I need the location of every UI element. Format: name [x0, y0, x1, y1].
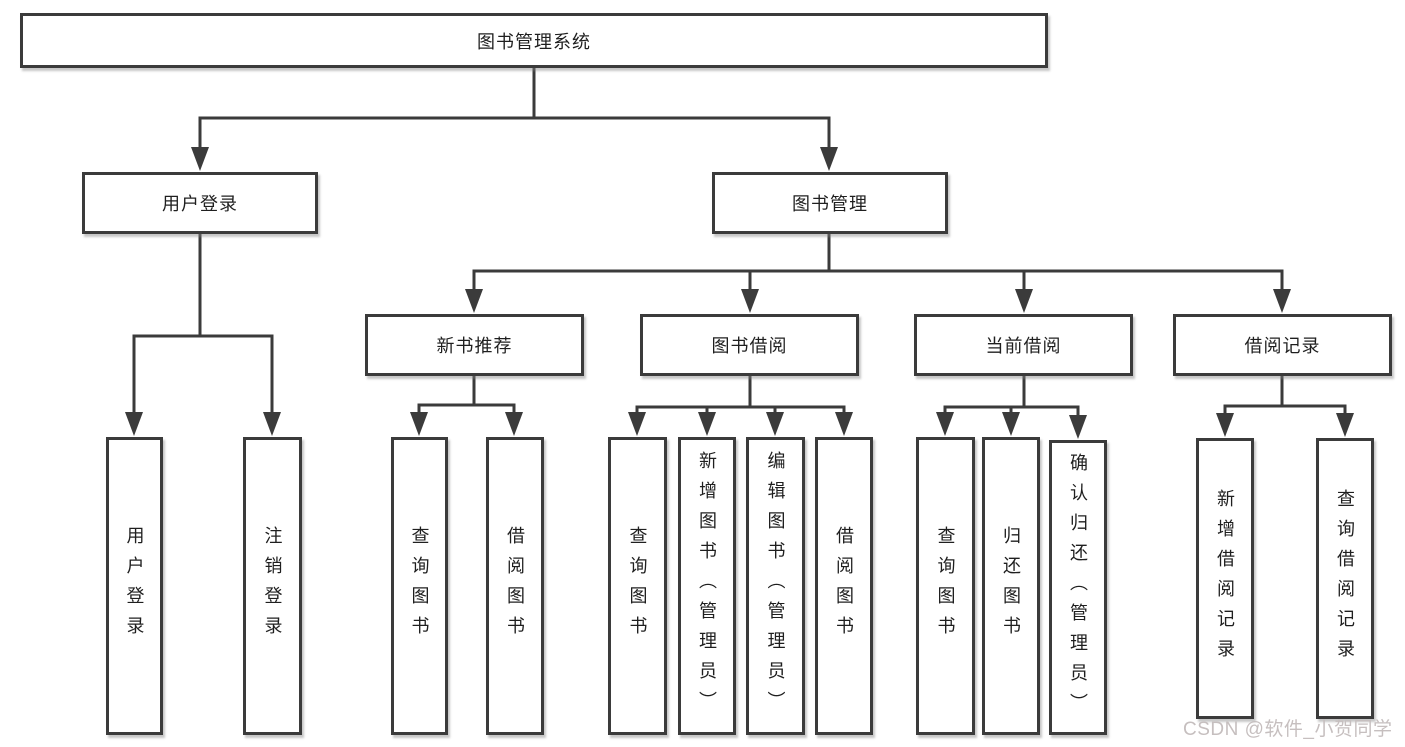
node-label: 借阅记录 [1244, 336, 1321, 356]
arrowhead [1273, 289, 1291, 313]
leaf-user-login: 用户登录 [106, 437, 163, 735]
node-label: 用户登录 [162, 194, 238, 214]
node-label: 查询借阅记录 [1335, 488, 1355, 669]
node-book-management: 图书管理 [712, 172, 948, 234]
node-label: 确认归还（管理员） [1068, 452, 1088, 723]
node-label: 查询图书 [627, 526, 648, 646]
node-label: 新增借阅记录 [1215, 488, 1235, 669]
node-current-borrow: 当前借阅 [914, 314, 1133, 376]
node-label: 图书管理系统 [477, 31, 591, 52]
arrowhead [741, 289, 759, 313]
arrowhead [1002, 412, 1020, 436]
arrowhead [835, 412, 853, 436]
leaf-return-books: 归还图书 [982, 437, 1040, 735]
node-label: 归还图书 [1001, 526, 1021, 646]
leaf-borrow-books-2: 借阅图书 [815, 437, 873, 735]
arrowhead [125, 412, 143, 436]
leaf-logout: 注销登录 [243, 437, 302, 735]
node-user-login: 用户登录 [82, 172, 318, 234]
node-label: 图书借阅 [711, 336, 788, 356]
node-label: 新增图书（管理员） [697, 451, 717, 721]
leaf-query-books-2: 查询图书 [608, 437, 667, 735]
arrowhead [263, 412, 281, 436]
node-label: 查询图书 [935, 526, 956, 646]
leaf-confirm-return-admin: 确认归还（管理员） [1049, 440, 1107, 735]
csdn-watermark: CSDN @软件_小贺同学 [1183, 719, 1393, 740]
arrowhead [766, 412, 784, 436]
leaf-add-books-admin: 新增图书（管理员） [678, 437, 736, 735]
node-label: 用户登录 [124, 526, 145, 646]
arrowhead [1015, 289, 1033, 313]
arrowhead [1069, 415, 1087, 439]
node-label: 编辑图书（管理员） [765, 451, 786, 721]
node-label: 注销登录 [262, 526, 283, 646]
node-label: 借阅图书 [834, 526, 854, 646]
leaf-query-books-3: 查询图书 [916, 437, 975, 735]
leaf-query-books-1: 查询图书 [391, 437, 448, 735]
arrowhead [698, 412, 716, 436]
node-borrow-records: 借阅记录 [1173, 314, 1392, 376]
node-new-book-recommend: 新书推荐 [365, 314, 584, 376]
leaf-edit-books-admin: 编辑图书（管理员） [746, 437, 805, 735]
arrowhead [505, 412, 523, 436]
leaf-query-borrow-record: 查询借阅记录 [1316, 438, 1374, 719]
node-label: 新书推荐 [436, 336, 513, 356]
leaf-add-borrow-record: 新增借阅记录 [1196, 438, 1254, 719]
node-label: 当前借阅 [985, 336, 1062, 356]
node-label: 查询图书 [409, 526, 430, 646]
arrowhead [465, 289, 483, 313]
arrowhead [936, 412, 954, 436]
node-root: 图书管理系统 [20, 13, 1048, 68]
arrowhead [410, 412, 428, 436]
leaf-borrow-books-1: 借阅图书 [486, 437, 544, 735]
node-label: 图书管理 [792, 194, 868, 214]
arrowhead [191, 147, 209, 171]
node-label: 借阅图书 [505, 526, 525, 646]
arrowhead [1336, 413, 1354, 437]
arrowhead [1216, 413, 1234, 437]
arrowhead [820, 147, 838, 171]
node-book-borrow: 图书借阅 [640, 314, 859, 376]
arrowhead [628, 412, 646, 436]
